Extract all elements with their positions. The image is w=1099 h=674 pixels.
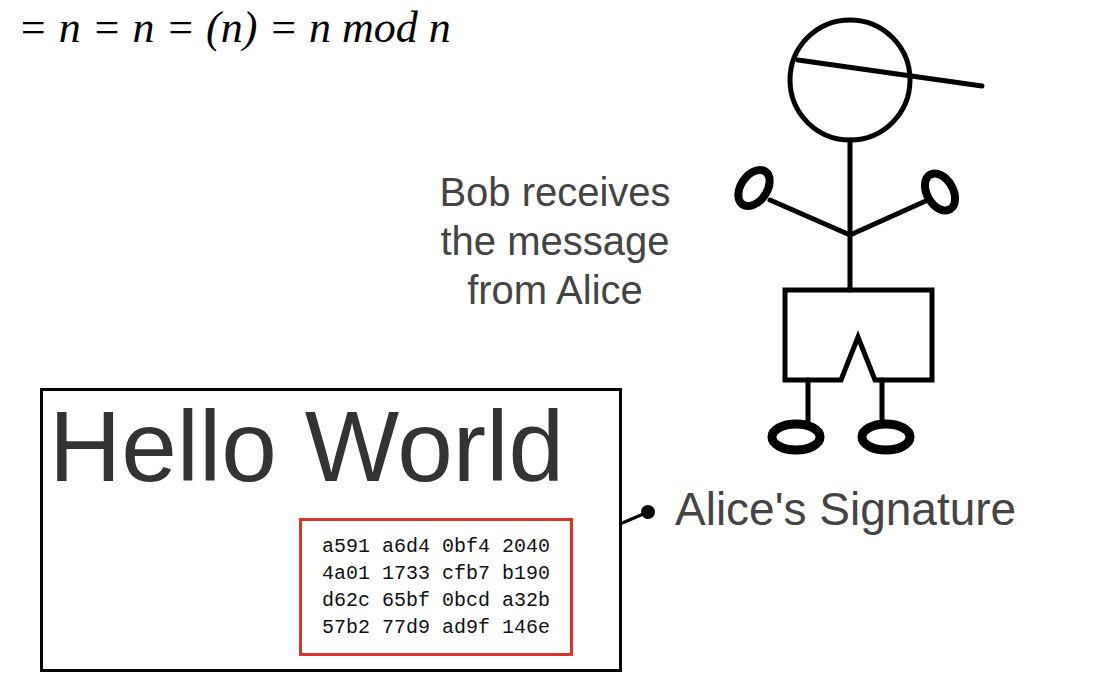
signature-box: a591 a6d4 0bf4 2040 4a01 1733 cfb7 b190 … (299, 518, 573, 656)
formula-text: = n = n = (n) = n mod n (18, 2, 451, 53)
node-text: Hello World (49, 391, 619, 501)
node-text: a591 a6d4 0bf4 2040 4a01 1733 cfb7 b190 … (316, 533, 556, 641)
leader-dot (641, 505, 655, 519)
signature-label: Alice's Signature (675, 482, 1016, 536)
message-box: Hello World a591 a6d4 0bf4 2040 4a01 1733… (40, 388, 622, 672)
caption-note: Bob receives the message from Alice (410, 168, 700, 315)
